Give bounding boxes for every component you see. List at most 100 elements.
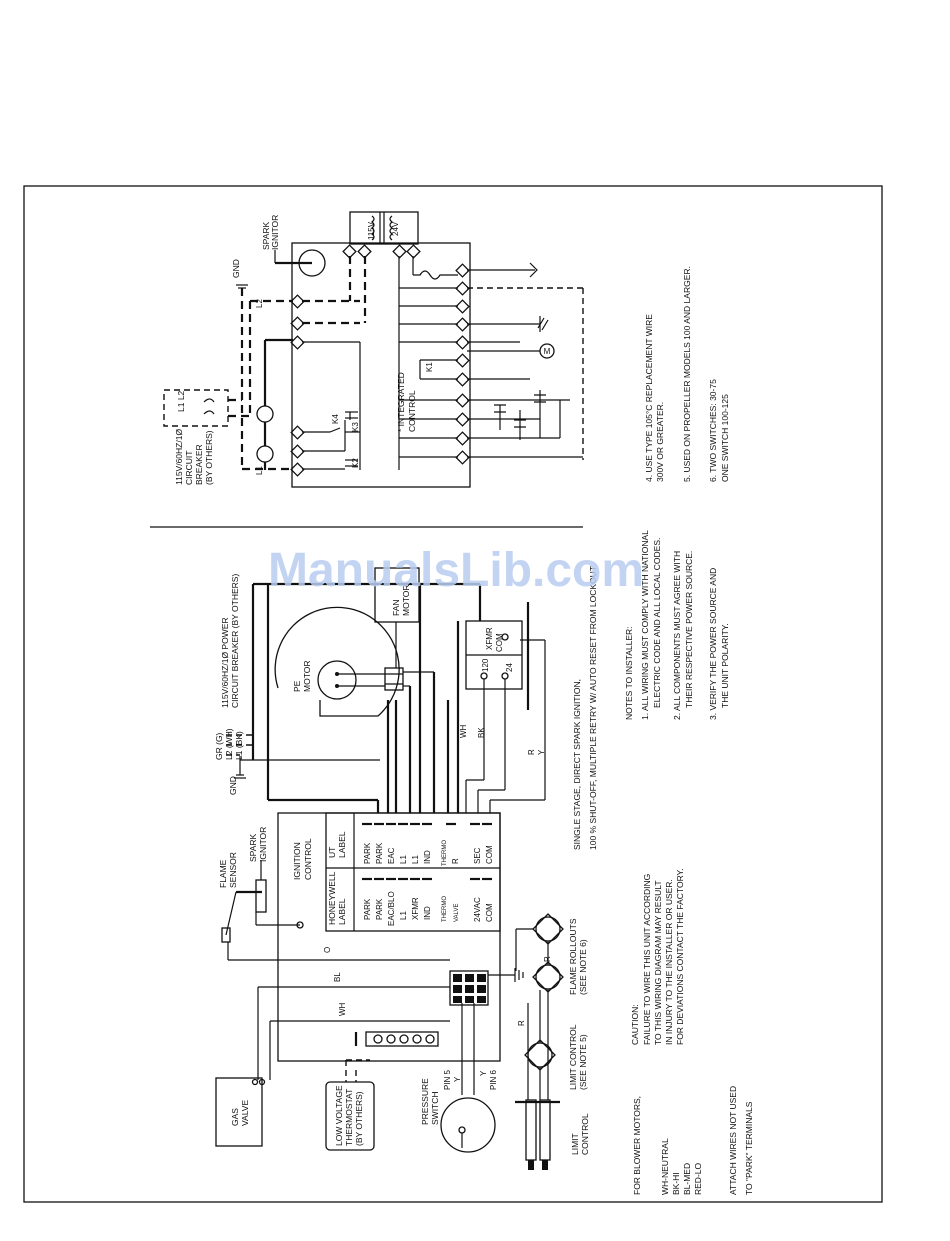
- svg-text:THERMO: THERMO: [442, 896, 448, 922]
- upper-gnd-label: GND: [231, 259, 241, 278]
- svg-text:PARK: PARK: [375, 898, 384, 920]
- notes-to-installer: NOTES TO INSTALLER: 1. ALL WIRING MUST C…: [624, 528, 730, 720]
- transformer-primary-label: 115V: [367, 221, 376, 240]
- integrated-control-right-terminals: [455, 263, 470, 465]
- svg-text:24VAC: 24VAC: [473, 897, 482, 922]
- fan-motor-label: FAN MOTOR: [391, 585, 411, 616]
- spark-ignitor-electrode: [255, 879, 267, 913]
- pin6-label: PIN 6: [489, 1069, 498, 1090]
- ut-label: UT LABEL: [327, 831, 347, 858]
- svg-text:EAC: EAC: [387, 847, 396, 864]
- motor-label: M: [544, 347, 551, 356]
- caution-text: CAUTION: FAILURE TO WIRE THIS UNIT ACCOR…: [630, 869, 685, 1045]
- xfmr-com-label: COM: [495, 633, 504, 652]
- svg-text:COM: COM: [485, 845, 494, 864]
- upper-external-wiring: [163, 256, 367, 471]
- gas-valve-box: [215, 1077, 263, 1147]
- xfmr-24-label: 24: [505, 663, 514, 672]
- pressure-switch-icon: [440, 1097, 496, 1153]
- svg-text:IND: IND: [423, 906, 432, 920]
- wire-wh-lower-label: WH: [338, 1002, 347, 1016]
- lower-spark-ignitor-label: SPARK IGNITOR: [248, 827, 268, 862]
- lower-diagram: GND GR (G) L2 (WH) L1 (BK) 115V/60HZ/1Ø …: [214, 528, 754, 1195]
- gr-label: GR (G): [214, 732, 224, 760]
- pe-motor-connector: [384, 667, 404, 691]
- ignition-description: SINGLE STAGE, DIRECT SPARK IGNITION, 100…: [572, 566, 598, 850]
- diagram-frame: [23, 185, 883, 1203]
- thermostat-box: [325, 1081, 375, 1151]
- upper-notes: 4. USE TYPE 105°C REPLACEMENT WIRE 300V …: [644, 264, 730, 482]
- svg-text:SEC: SEC: [473, 847, 482, 864]
- flame-rollouts-label: FLAME ROLLOUTS (SEE NOTE 6): [568, 916, 588, 995]
- attach-wires-note: ATTACH WIRES NOT USED TO "PARK" TERMINAL…: [728, 1084, 754, 1195]
- wire-bk-label: BK: [477, 727, 486, 738]
- wire-o-label: O: [323, 947, 332, 953]
- transformer-terminals: [342, 244, 421, 259]
- l2-wh-label: L2 (WH): [224, 728, 234, 760]
- gas-valve-label: GAS VALVE: [230, 1100, 250, 1126]
- svg-text:L1: L1: [399, 855, 408, 864]
- pin6-wire-label: Y: [479, 1070, 488, 1076]
- lower-power-label: 115V/60HZ/1Ø POWER CIRCUIT BREAKER (BY O…: [220, 574, 240, 708]
- relay-k3-label: K3: [351, 422, 360, 432]
- relay-k4-label: K4: [331, 414, 340, 424]
- svg-text:PARK: PARK: [363, 898, 372, 920]
- svg-text:PARK: PARK: [363, 842, 372, 864]
- wire-bl-label: BL: [333, 972, 342, 982]
- relay-k1-label: K1: [425, 362, 434, 372]
- blower-motor-notes: FOR BLOWER MOTORS, WH-NEUTRAL BK-HI BL-M…: [632, 1094, 703, 1195]
- transformer-primary-coil-icon: [371, 215, 375, 241]
- integrated-control-left-terminals: [290, 294, 305, 477]
- flame-sensor-label: FLAME SENSOR: [218, 852, 238, 888]
- transformer-secondary-coil-icon: [389, 215, 393, 241]
- flame-rollout-1-icon: [532, 961, 564, 993]
- ignition-control-label: IGNITION CONTROL: [292, 838, 313, 880]
- pin5-wire-label: Y: [453, 1076, 462, 1082]
- pressure-switch-label: PRESSURE SWITCH: [420, 1076, 440, 1125]
- limit-control-label: LIMIT CONTROL: [570, 1113, 590, 1155]
- flame-rollout-2-icon: [532, 913, 564, 945]
- l2-terminal-label: L2: [255, 299, 264, 308]
- integrated-control-label: * INTEGRATED CONTROL: [396, 370, 417, 432]
- motor-icon: [539, 343, 555, 359]
- pe-motor-housing: [274, 606, 400, 717]
- honeywell-label: HONEYWELL LABEL: [327, 870, 347, 925]
- svg-text:IND: IND: [423, 850, 432, 864]
- upper-spark-ignitor-label: SPARK IGNITOR: [261, 215, 280, 250]
- wire-r-label: R: [527, 749, 536, 755]
- watermark-text: ManualsLib.com: [268, 544, 644, 597]
- pin5-label: PIN 5: [443, 1069, 452, 1090]
- wire-wh-label: WH: [459, 724, 468, 738]
- svg-text:EAC/BLO: EAC/BLO: [387, 891, 396, 926]
- xfmr-120-label: 120: [481, 658, 490, 672]
- svg-text:VALVE: VALVE: [454, 904, 460, 922]
- svg-text:PARK: PARK: [375, 842, 384, 864]
- thermostat-label: LOW VOLTAGE THERMOSTAT (BY OTHERS): [334, 1083, 364, 1146]
- wire-r-limit-label: R: [517, 1020, 526, 1026]
- limit-control-note-label: LIMIT CONTROL (SEE NOTE 5): [568, 1022, 588, 1090]
- ut-terminal-labels: PARK PARK EAC L1 L1 IND THERMO R SEC COM: [363, 840, 494, 866]
- lower-gnd-label: GND: [228, 776, 238, 795]
- honeywell-terminal-labels: PARK PARK EAC/BLO L1 XFMR IND THERMO VAL…: [363, 891, 494, 926]
- breaker-terminals-label: L1 L2: [176, 390, 186, 412]
- svg-text:R: R: [451, 858, 460, 864]
- pe-motor-icon: [256, 445, 274, 463]
- fuse-icon: [413, 270, 458, 280]
- pe-motor-icon-lower: [317, 660, 357, 700]
- limit-control-rods: [515, 1099, 560, 1170]
- l1-terminal-label: L1: [255, 466, 264, 475]
- wire-y-label: Y: [537, 749, 546, 755]
- svg-text:THERMO: THERMO: [442, 840, 448, 866]
- upper-breaker-label: 115V/60HZ/1Ø CIRCUIT BREAKER (BY OTHERS): [174, 427, 214, 485]
- transformer-secondary-label: 24V: [391, 221, 400, 236]
- svg-text:L1: L1: [411, 855, 420, 864]
- lower-ground-icon: [488, 968, 524, 982]
- ignition-control-board: [325, 812, 501, 932]
- flame-sensor-rod: [221, 927, 231, 943]
- pe-motor-label: PE MOTOR: [292, 661, 312, 692]
- svg-text:L1: L1: [399, 911, 408, 920]
- upper-diagram: M SPARK IGNITOR GND L1 L2: [174, 211, 730, 488]
- l1-bk-label: L1 (BK): [234, 731, 244, 760]
- relay-k2-label: K2: [351, 458, 360, 468]
